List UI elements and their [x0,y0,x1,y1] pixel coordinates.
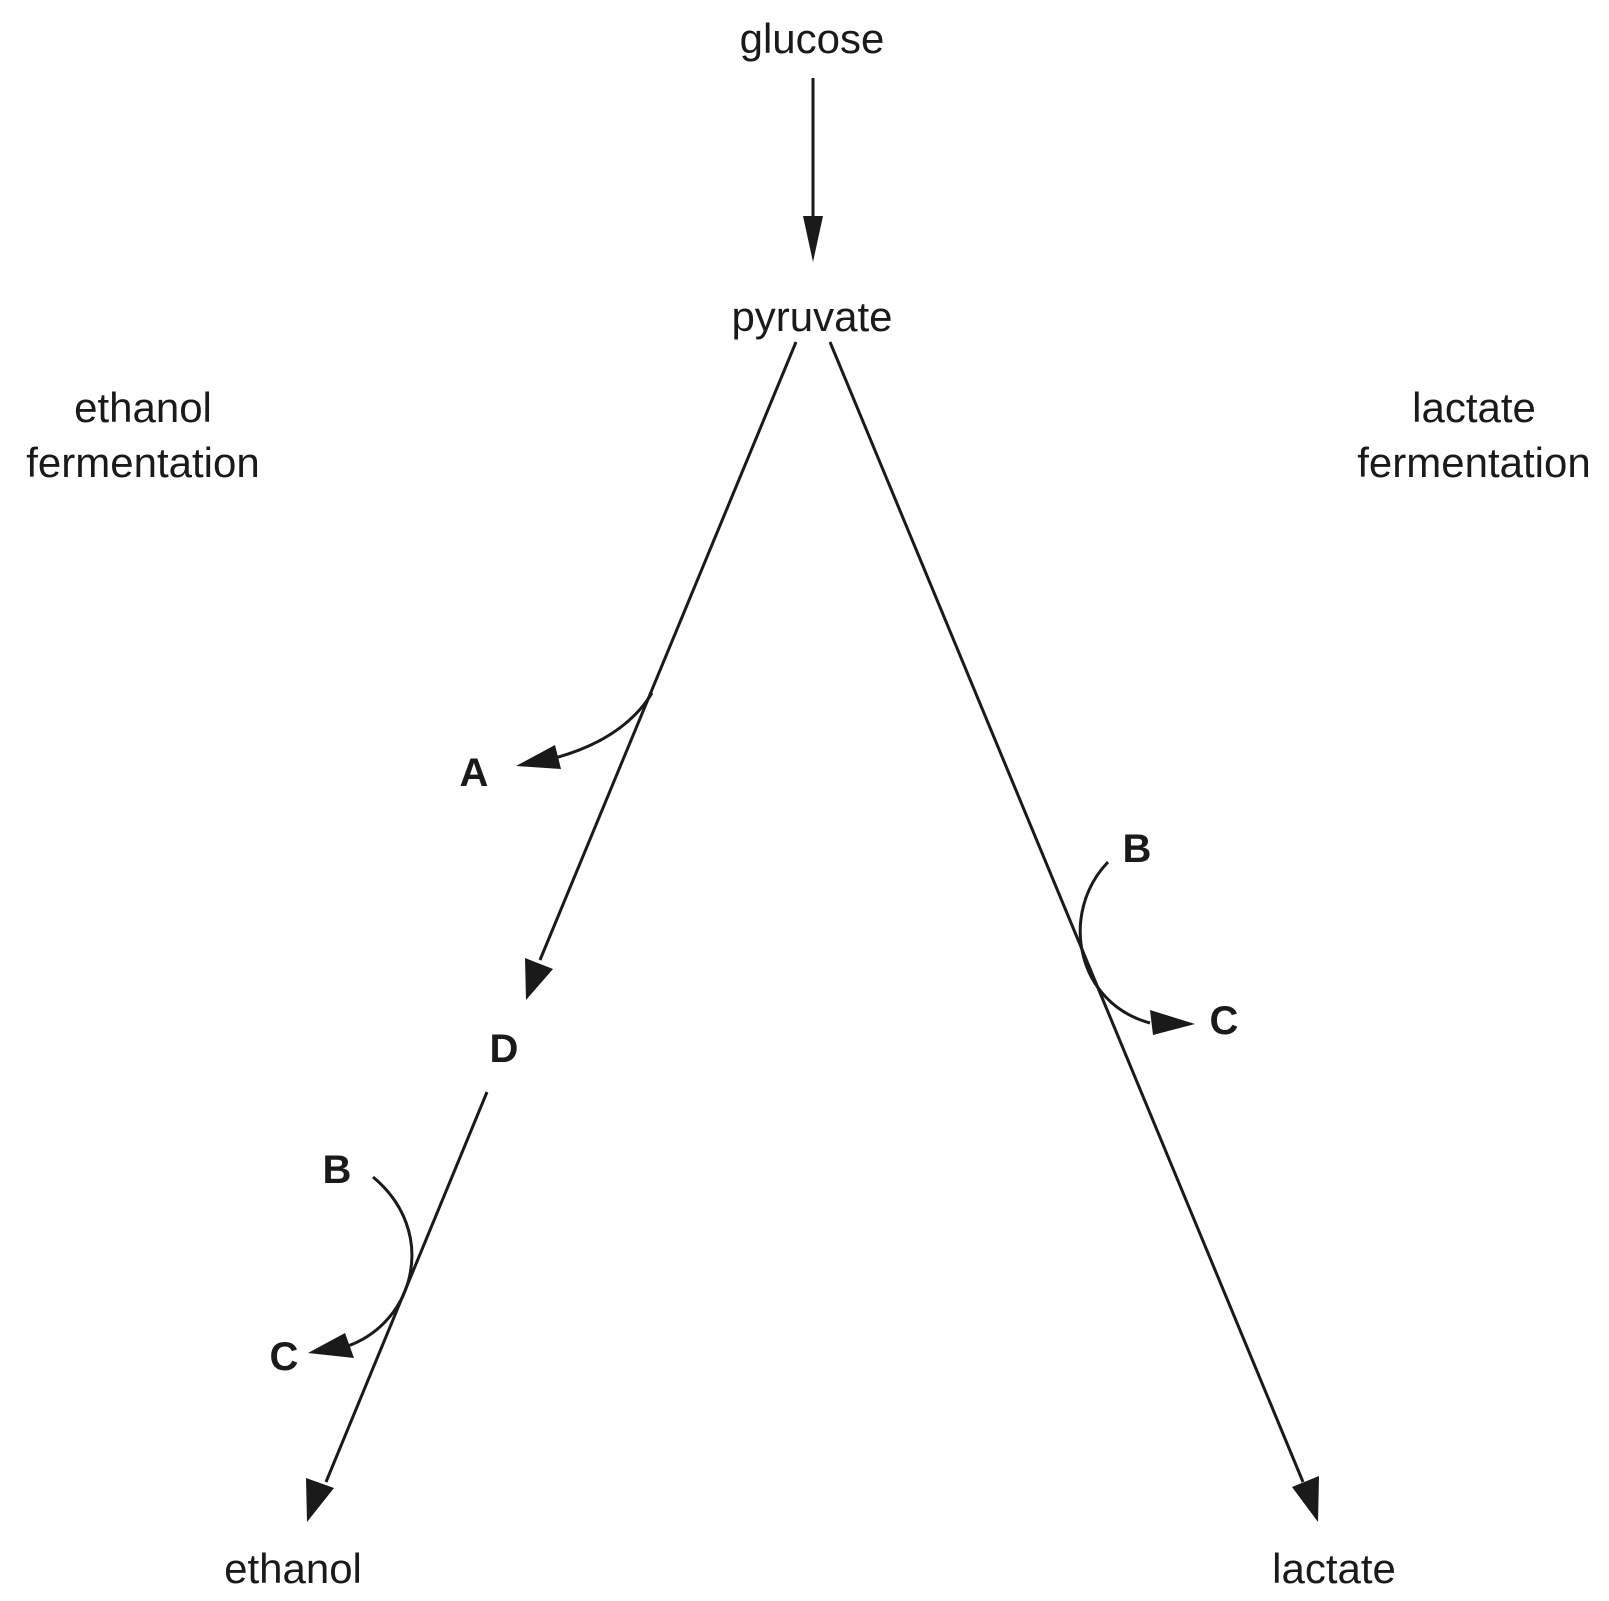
label-pyruvate: pyruvate [731,293,892,340]
arrow-release-A [516,692,654,769]
arrow-B-to-C-left [308,1175,414,1358]
label-B-left: B [323,1148,352,1192]
label-C-left: C [270,1335,299,1379]
label-B-right: B [1123,827,1152,871]
label-D: D [490,1027,519,1071]
label-C-right: C [1210,999,1239,1043]
label-lactate-fermentation-line2: fermentation [1357,439,1590,486]
label-lactate: lactate [1272,1545,1396,1592]
arrow-pyruvate-to-lactate [828,341,1319,1522]
arrow-B-to-C-right [1078,860,1195,1035]
label-ethanol-fermentation-line1: ethanol [74,384,212,431]
label-ethanol: ethanol [224,1545,362,1592]
label-ethanol-fermentation-line2: fermentation [26,439,259,486]
label-glucose: glucose [740,15,885,62]
arrow-glucose-to-pyruvate [803,78,823,262]
label-lactate-fermentation-line1: lactate [1412,384,1536,431]
label-A: A [460,751,489,795]
arrow-pyruvate-to-D [525,341,798,1000]
